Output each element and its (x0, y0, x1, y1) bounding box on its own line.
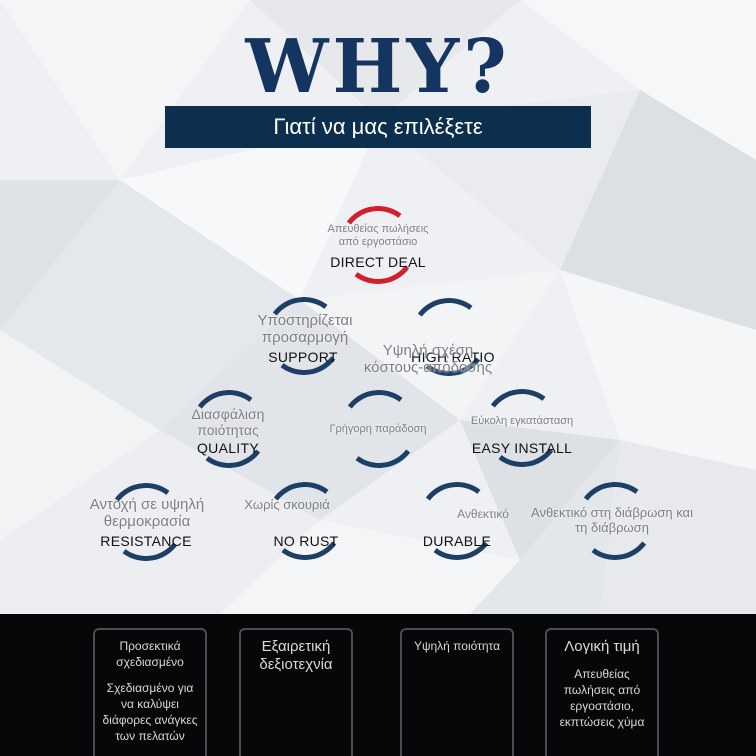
headline: WHY? (245, 24, 511, 110)
durable-label-gr: Ανθεκτικό (457, 507, 509, 521)
feature-card-price: Λογική τιμή Απευθείας πωλήσεις από εργοσ… (545, 628, 659, 756)
durable-label-en: DURABLE (422, 533, 492, 549)
quality-label-gr: Διασφάλιση ποιότητας (191, 406, 265, 439)
subtitle-banner: Γιατί να μας επιλέξετε (165, 106, 591, 148)
support-label-en: SUPPORT (268, 349, 338, 365)
easy-install-label-gr: Εύκολη εγκατάσταση (470, 415, 574, 427)
footer-panel (0, 614, 756, 756)
feature-card-quality: Υψηλή ποιότητα (400, 628, 514, 756)
feature-card-body: Σχεδιασμένο για να καλύψει διάφορες ανάγ… (102, 681, 198, 743)
direct-deal-label-gr: Απευθείας πωλήσεις από εργοστάσιο (327, 223, 429, 248)
fast-delivery-label-gr: Γρήγορη παράδοση (329, 423, 427, 435)
resistance-label-en: RESISTANCE (100, 533, 192, 549)
no-rust-label-en: NO RUST (273, 533, 339, 549)
high-ratio-label-gr: Υψηλή σχέση κόστους-απόδοσης (363, 342, 493, 377)
feature-card-title: Εξαιρετική δεξιοτεχνία (259, 638, 333, 673)
feature-card-body: Απευθείας πωλήσεις από εργοστάσιο, εκπτώ… (559, 667, 645, 729)
feature-card-craftsmanship: Εξαιρετική δεξιοτεχνία (239, 628, 353, 756)
corrosion-label-gr: Ανθεκτικό στη διάβρωση και τη διάβρωση (531, 505, 693, 535)
feature-card-title: Προσεκτικά σχεδιασμένο (116, 639, 184, 669)
support-label-gr: Υποστηρίζεται προσαρμογή (257, 312, 353, 347)
quality-label-en: QUALITY (196, 440, 259, 456)
direct-deal-label-en: DIRECT DEAL (330, 254, 426, 270)
resistance-label-gr: Αντοχή σε υψηλή θερμοκρασία (89, 496, 205, 531)
no-rust-label-gr: Χωρίς σκουριά (244, 497, 330, 512)
feature-card-title: Λογική τιμή (564, 638, 640, 655)
feature-card-design: Προσεκτικά σχεδιασμένο Σχεδιασμένο για ν… (93, 628, 207, 756)
easy-install-label-en: EASY INSTALL (471, 440, 573, 456)
feature-card-title: Υψηλή ποιότητα (413, 639, 501, 653)
high-ratio-label-en: HIGH RATIO (411, 349, 495, 365)
